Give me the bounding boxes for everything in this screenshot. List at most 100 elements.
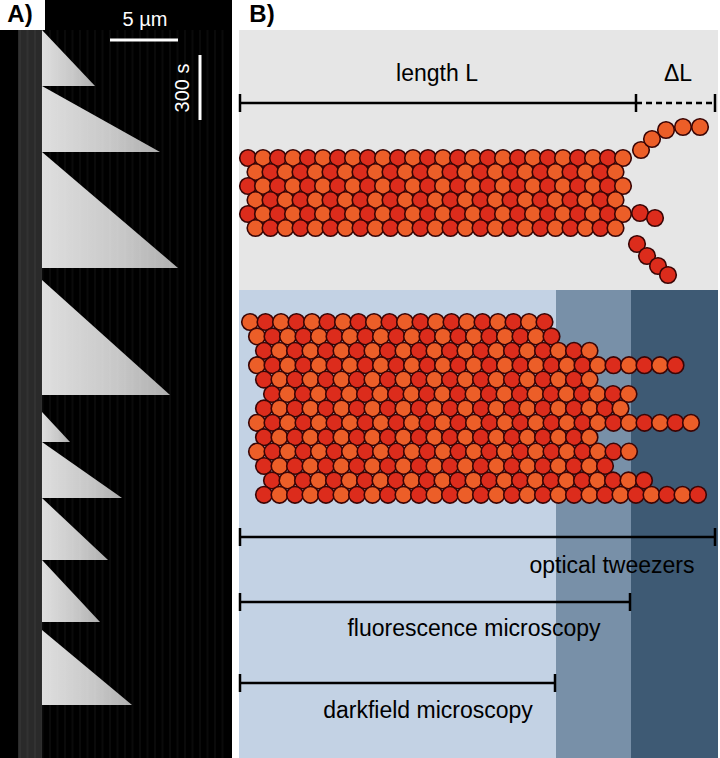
tubulin-subunit [612, 487, 629, 504]
tubulin-subunit [292, 220, 309, 237]
tubulin-subunit [395, 487, 412, 504]
tubulin-subunit [647, 210, 664, 227]
dimension-label: length L [396, 61, 478, 86]
tubulin-subunit [442, 220, 459, 237]
noise-streak [192, 30, 194, 758]
kymograph [0, 0, 232, 758]
panel-label: A) [7, 1, 32, 27]
tubulin-subunit [692, 119, 709, 136]
kymograph-background [0, 30, 232, 758]
noise-streak [102, 30, 104, 758]
tubulin-subunit [504, 487, 521, 504]
tubulin-subunit [621, 357, 638, 374]
tubulin-subunit [349, 487, 366, 504]
noise-streak [147, 30, 149, 758]
method-label: darkfield microscopy [323, 698, 533, 723]
tubulin-subunit [397, 220, 414, 237]
bracket-tick [714, 528, 717, 546]
tubulin-subunit [457, 220, 474, 237]
panel-label: B) [249, 1, 274, 27]
tubulin-subunit [577, 220, 594, 237]
scale-label: 5 µm [123, 8, 168, 30]
noise-streak [72, 30, 74, 758]
tubulin-subunit [488, 487, 505, 504]
brackets [240, 94, 715, 692]
noise-streak [94, 30, 96, 758]
tubulin-subunit [277, 220, 294, 237]
noise-streak [124, 30, 126, 758]
microtubule [240, 119, 709, 284]
tubulin-subunit [592, 220, 609, 237]
bracket-line [636, 102, 715, 105]
tubulin-subunit [302, 487, 319, 504]
noise-streak [109, 30, 111, 758]
bracket-tick [554, 674, 557, 692]
bracket-tick [239, 94, 242, 112]
seed-stripe [18, 30, 42, 758]
tubulin-subunit [271, 487, 288, 504]
method-label: fluorescence microscopy [347, 616, 600, 641]
tubulin-subunit [502, 220, 519, 237]
noise-streak [49, 30, 51, 758]
tubulin-subunit [652, 357, 669, 374]
bracket-tick [629, 593, 632, 611]
growth-event [42, 280, 170, 395]
panel-b [239, 30, 718, 758]
noise-streak [169, 30, 171, 758]
tubulin-subunit [472, 220, 489, 237]
bracket-line [240, 536, 715, 539]
tubulin-subunit [690, 487, 707, 504]
tubulin-subunit [473, 487, 490, 504]
noise-streak [19, 30, 21, 758]
tubulin-subunit [607, 220, 624, 237]
tubulin-subunit [333, 487, 350, 504]
tubulin-subunit [550, 487, 567, 504]
tubulin-subunit [667, 415, 684, 432]
noise-streak [222, 30, 224, 758]
tubulin-subunit [322, 220, 339, 237]
tubulin-subunit [621, 443, 638, 460]
tubulin-subunit [307, 220, 324, 237]
noise-streak [162, 30, 164, 758]
growth-event [42, 86, 160, 152]
method-label: optical tweezers [530, 553, 695, 578]
noise-streak [132, 30, 134, 758]
tubulin-subunit [427, 220, 444, 237]
tubulin-subunit [667, 357, 684, 374]
noise-streak [199, 30, 201, 758]
fluorescence-band [556, 290, 631, 758]
tubulin-subunit [636, 357, 653, 374]
tubulin-subunit [597, 487, 614, 504]
dimension-label: ΔL [664, 61, 692, 86]
tubulin-subunit [659, 487, 676, 504]
tubulin-subunit [517, 220, 534, 237]
top-ground [239, 30, 718, 290]
tubulin-subunit [352, 220, 369, 237]
scale-label: 300 s [171, 64, 193, 113]
noise-streak [79, 30, 81, 758]
tubulin-subunit [674, 487, 691, 504]
bracket-tick [239, 674, 242, 692]
noise-streak [42, 30, 44, 758]
tubulin-subunit [519, 487, 536, 504]
bracket-line [240, 682, 555, 685]
tubulin-subunit [581, 487, 598, 504]
darkfield-band [239, 290, 556, 758]
bracket-line [240, 601, 630, 604]
bracket-tick [714, 94, 717, 112]
tweezers-band [631, 290, 718, 758]
tubulin-subunit [652, 415, 669, 432]
noise-streak [154, 30, 156, 758]
noise-streak [27, 30, 29, 758]
noise-streak [177, 30, 179, 758]
scale-bar [199, 55, 202, 120]
tubulin-subunit [636, 415, 653, 432]
tubulin-subunit [487, 220, 504, 237]
tubulin-subunit [535, 487, 552, 504]
tubulin-subunit [364, 487, 381, 504]
noise-streak [184, 30, 186, 758]
tubulin-subunit [621, 415, 638, 432]
tubulin-subunit [337, 220, 354, 237]
